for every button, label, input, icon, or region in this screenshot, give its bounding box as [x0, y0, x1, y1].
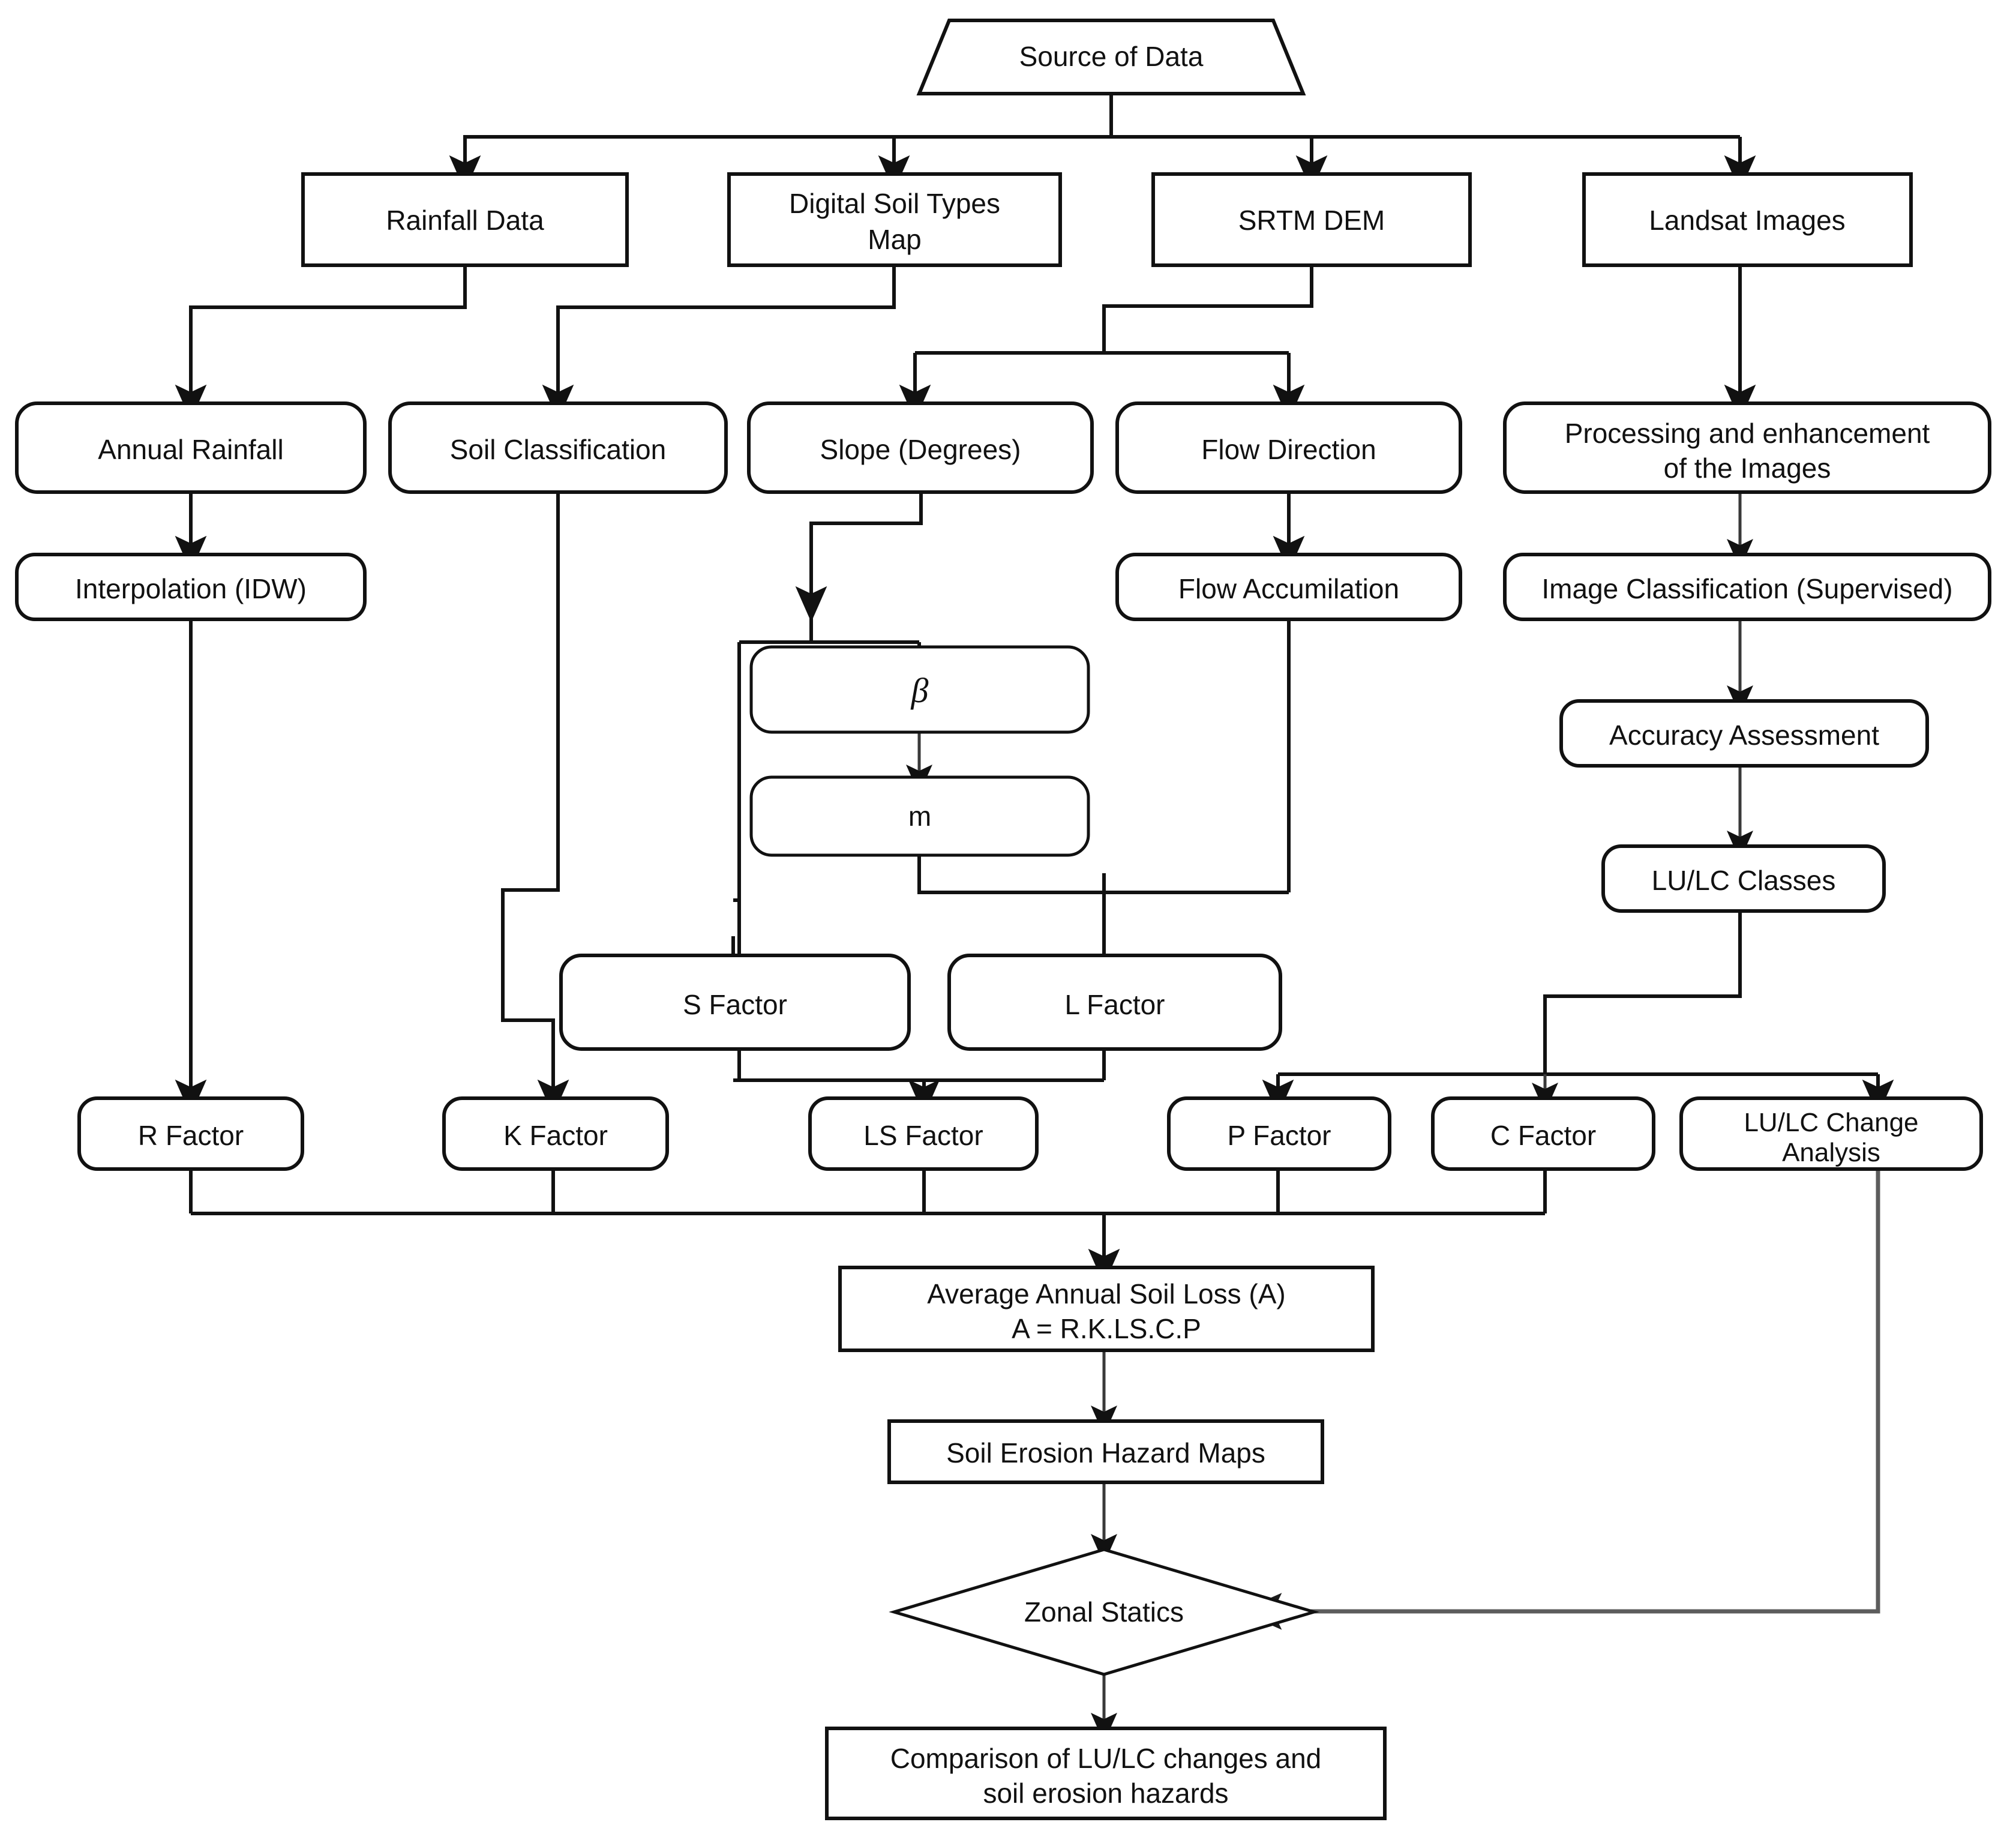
node-label-soil-erosion-hazard-maps: Soil Erosion Hazard Maps — [946, 1437, 1265, 1469]
node-label-s-factor: S Factor — [683, 989, 787, 1020]
node-label-l-factor: L Factor — [1064, 989, 1165, 1020]
node-image-classification[interactable]: Image Classification (Supervised) — [1503, 553, 1991, 621]
node-label-digital-soil-types-map-line1: Digital Soil Types — [789, 188, 1000, 219]
edge-soilmap-to-soilclass — [542, 265, 896, 421]
node-digital-soil-types-map[interactable]: Digital Soil Types Map — [727, 172, 1062, 267]
node-label-r-factor: R Factor — [138, 1120, 244, 1151]
node-label-slope-degrees: Slope (Degrees) — [820, 434, 1021, 465]
node-label-c-factor: C Factor — [1490, 1120, 1596, 1151]
edge-soilclass-to-kfactor — [501, 492, 569, 1116]
edge-sl-to-lsfactor — [733, 1049, 1106, 1116]
node-label-flow-direction: Flow Direction — [1201, 434, 1376, 465]
node-flow-direction[interactable]: Flow Direction — [1115, 401, 1462, 494]
node-lulc-change-analysis[interactable]: LU/LC Change Analysis — [1679, 1096, 1983, 1171]
edge-srtm-fanout — [899, 265, 1313, 421]
node-average-annual-soil-loss[interactable]: Average Annual Soil Loss (A) A = R.K.LS.… — [838, 1266, 1375, 1352]
edge-slope-to-beta — [739, 492, 935, 687]
edge-lulcchange-to-zonal — [1240, 1169, 1880, 1630]
node-accuracy-assessment[interactable]: Accuracy Assessment — [1559, 699, 1929, 768]
node-label-digital-soil-types-map-line2: Map — [868, 224, 921, 255]
node-annual-rainfall[interactable]: Annual Rainfall — [15, 401, 367, 494]
node-label-avg-soil-loss-line2: A = R.K.LS.C.P — [1012, 1313, 1201, 1344]
node-r-factor[interactable]: R Factor — [77, 1096, 304, 1171]
node-label-lulc-change-line1: LU/LC Change — [1744, 1108, 1918, 1137]
node-source-of-data[interactable]: Source of Data — [916, 19, 1306, 95]
node-label-accuracy-assessment: Accuracy Assessment — [1609, 720, 1879, 751]
node-s-factor[interactable]: S Factor — [559, 954, 911, 1051]
node-label-processing-line2: of the Images — [1664, 452, 1831, 484]
node-label-avg-soil-loss-line1: Average Annual Soil Loss (A) — [927, 1278, 1286, 1309]
node-label-landsat-images: Landsat Images — [1649, 205, 1845, 236]
node-rainfall-data[interactable]: Rainfall Data — [301, 172, 629, 267]
node-flow-accumilation[interactable]: Flow Accumilation — [1115, 553, 1462, 621]
node-label-processing-line1: Processing and enhancement — [1565, 418, 1930, 449]
node-label-source-of-data: Source of Data — [1019, 41, 1204, 72]
node-processing-of-images[interactable]: Processing and enhancement of the Images — [1503, 401, 1991, 494]
node-label-p-factor: P Factor — [1228, 1120, 1331, 1151]
node-beta[interactable]: β — [749, 645, 1090, 734]
node-comparison[interactable]: Comparison of LU/LC changes and soil ero… — [825, 1727, 1387, 1820]
edge-slope-rail-to-sfactor — [723, 642, 755, 1002]
node-p-factor[interactable]: P Factor — [1167, 1096, 1391, 1171]
edge-group-source-fanout — [449, 94, 1756, 191]
node-zonal-statics[interactable]: Zonal Statics — [889, 1548, 1319, 1676]
node-label-lulc-classes: LU/LC Classes — [1652, 865, 1836, 896]
node-landsat-images[interactable]: Landsat Images — [1582, 172, 1913, 267]
edge-lulc-fanout — [1262, 911, 1894, 1116]
node-label-interpolation-idw: Interpolation (IDW) — [75, 573, 307, 604]
node-label-k-factor: K Factor — [503, 1120, 608, 1151]
node-label-rainfall-data: Rainfall Data — [386, 205, 544, 236]
node-label-image-classification: Image Classification (Supervised) — [1541, 573, 1952, 604]
node-label-beta: β — [911, 671, 929, 710]
node-label-lulc-change-line2: Analysis — [1782, 1138, 1880, 1167]
node-label-srtm-dem: SRTM DEM — [1238, 205, 1385, 236]
node-label-m: m — [908, 801, 931, 832]
node-soil-erosion-hazard-maps[interactable]: Soil Erosion Hazard Maps — [887, 1419, 1324, 1484]
node-srtm-dem[interactable]: SRTM DEM — [1151, 172, 1472, 267]
node-m[interactable]: m — [749, 775, 1090, 857]
node-c-factor[interactable]: C Factor — [1431, 1096, 1655, 1171]
node-label-flow-accumilation: Flow Accumilation — [1178, 573, 1399, 604]
node-label-soil-classification: Soil Classification — [450, 434, 666, 465]
node-label-comparison-line1: Comparison of LU/LC changes and — [890, 1743, 1322, 1774]
edge-factors-merge — [189, 1169, 1547, 1285]
node-ls-factor[interactable]: LS Factor — [808, 1096, 1039, 1171]
node-k-factor[interactable]: K Factor — [442, 1096, 669, 1171]
node-label-zonal-statics: Zonal Statics — [1024, 1596, 1184, 1628]
node-slope-degrees[interactable]: Slope (Degrees) — [747, 401, 1094, 494]
node-l-factor[interactable]: L Factor — [947, 954, 1282, 1051]
edge-rainfall-to-annual — [175, 265, 467, 421]
node-label-comparison-line2: soil erosion hazards — [983, 1778, 1228, 1809]
node-label-ls-factor: LS Factor — [863, 1120, 983, 1151]
node-soil-classification[interactable]: Soil Classification — [388, 401, 728, 494]
node-interpolation-idw[interactable]: Interpolation (IDW) — [15, 553, 367, 621]
node-lulc-classes[interactable]: LU/LC Classes — [1601, 844, 1886, 913]
node-label-annual-rainfall: Annual Rainfall — [98, 434, 283, 465]
